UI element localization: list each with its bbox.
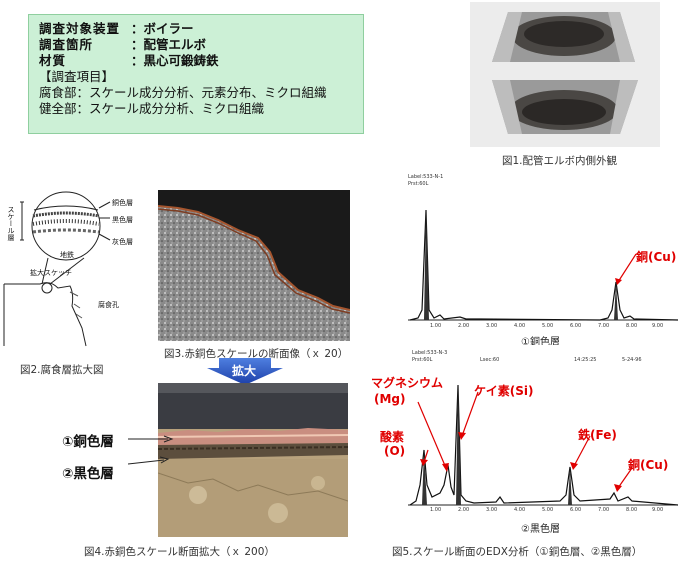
- items-heading: 【調査項目】: [39, 69, 115, 84]
- fig4-caption: 図4.赤銅色スケール断面拡大（ｘ 200）: [84, 546, 275, 558]
- edx-top-ticks: 1.00 2.00 3.00 4.00 5.00 6.00 7.00 8.00 …: [402, 323, 682, 331]
- fig1-caption: 図1.配管エルボ内側外観: [502, 155, 618, 167]
- tick: 7.00: [598, 323, 610, 329]
- tick: 5.00: [542, 507, 554, 513]
- location-key: 調査箇所: [39, 37, 94, 52]
- fig4-leader-lines: [128, 435, 174, 465]
- edx-top-cu-arrow: [615, 253, 637, 285]
- tick: 9.00: [652, 323, 664, 329]
- tick: 4.00: [514, 507, 526, 513]
- tick: 3.00: [486, 323, 498, 329]
- tick: 5.00: [542, 323, 554, 329]
- tick: 8.00: [626, 323, 638, 329]
- target-value: ：ボイラー: [131, 21, 194, 36]
- edx-top-cu-label: 銅(Cu): [636, 250, 677, 264]
- copper-layer-callout: ①銅色層: [62, 434, 114, 450]
- location-value: ：配管エルボ: [131, 37, 207, 52]
- fig3-caption: 図3.赤銅色スケールの断面像（ｘ 20）: [164, 348, 349, 360]
- enlarge-label: 拡大: [232, 364, 257, 378]
- edx-bot-lsec: Lsec:60: [480, 357, 500, 363]
- edx-bot-date: 5-24-96: [622, 357, 642, 363]
- scale-layer-label: スケール層: [7, 206, 15, 241]
- cross-section-micrograph-x20: [158, 190, 350, 341]
- tick: 9.00: [652, 507, 664, 513]
- tick: 8.00: [626, 507, 638, 513]
- edx-o-label: (O): [384, 444, 406, 458]
- fig2-caption: 図2.腐食層拡大図: [20, 364, 104, 376]
- tick: 1.00: [430, 507, 442, 513]
- edx-o-label-jp: 酸素: [380, 430, 405, 444]
- edx-mg-label-jp: マグネシウム: [371, 376, 444, 390]
- edx-bottom-ticks: 1.00 2.00 3.00 4.00 5.00 6.00 7.00 8.00 …: [402, 507, 682, 515]
- gray-layer-label: 灰色層: [112, 238, 133, 246]
- enlarge-arrow: [205, 358, 285, 385]
- black-layer-label: 黒色層: [112, 216, 133, 224]
- edx-si-label: ケイ素(Si): [474, 384, 534, 398]
- tick: 7.00: [598, 507, 610, 513]
- edx-bot-header-preset: Prst:60L: [412, 357, 433, 363]
- tick: 2.00: [458, 507, 470, 513]
- edx-bot-header-label: Label:533-N-3: [412, 350, 448, 356]
- edx-spectrum-copper-layer: [400, 170, 682, 332]
- tick: 6.00: [570, 323, 582, 329]
- material-key: 材質: [39, 53, 67, 68]
- corroded-items: 腐食部：スケール成分分析、元素分布、ミクロ組織: [39, 85, 327, 100]
- tick: 3.00: [486, 507, 498, 513]
- corrosion-hole-label: 腐食孔: [98, 301, 119, 309]
- edx-top-header-label: Label:533-N-1: [408, 174, 444, 180]
- sketch-label: 拡大スケッチ: [30, 269, 72, 277]
- healthy-items: 健全部：スケール成分分析、ミクロ組織: [39, 101, 265, 116]
- edx-fe-label: 鉄(Fe): [578, 428, 617, 442]
- edx-mg-label: (Mg): [374, 392, 406, 406]
- copper-layer-label: 銅色層: [112, 199, 133, 207]
- edx-bottom-arrows: [417, 391, 633, 492]
- edx-top-subcaption: ①銅色層: [521, 337, 560, 348]
- fig5-caption: 図5.スケール断面のEDX分析（①銅色層、②黒色層）: [392, 546, 643, 558]
- edx-cu-label: 銅(Cu): [628, 458, 669, 472]
- cross-section-micrograph-x200: [158, 383, 348, 537]
- base-metal-label: 地鉄: [60, 251, 74, 259]
- black-layer-callout: ②黒色層: [62, 466, 114, 482]
- pipe-elbow-photo: [470, 2, 660, 147]
- corrosion-layer-sketch: [0, 188, 150, 348]
- edx-bottom-subcaption: ②黒色層: [521, 524, 560, 535]
- edx-top-header-preset: Prst:60L: [408, 181, 429, 187]
- edx-bot-time: 14:25:25: [574, 357, 597, 363]
- edx-spectrum-black-layer: [400, 345, 682, 515]
- tick: 4.00: [514, 323, 526, 329]
- tick: 1.00: [430, 323, 442, 329]
- target-key: 調査対象装置: [39, 21, 121, 36]
- survey-info-box: 調査対象装置：ボイラー 調査箇所：配管エルボ 材質：黒心可鍛鋳鉄 【調査項目】 …: [28, 14, 364, 134]
- tick: 6.00: [570, 507, 582, 513]
- material-value: ：黒心可鍛鋳鉄: [131, 53, 219, 68]
- tick: 2.00: [458, 323, 470, 329]
